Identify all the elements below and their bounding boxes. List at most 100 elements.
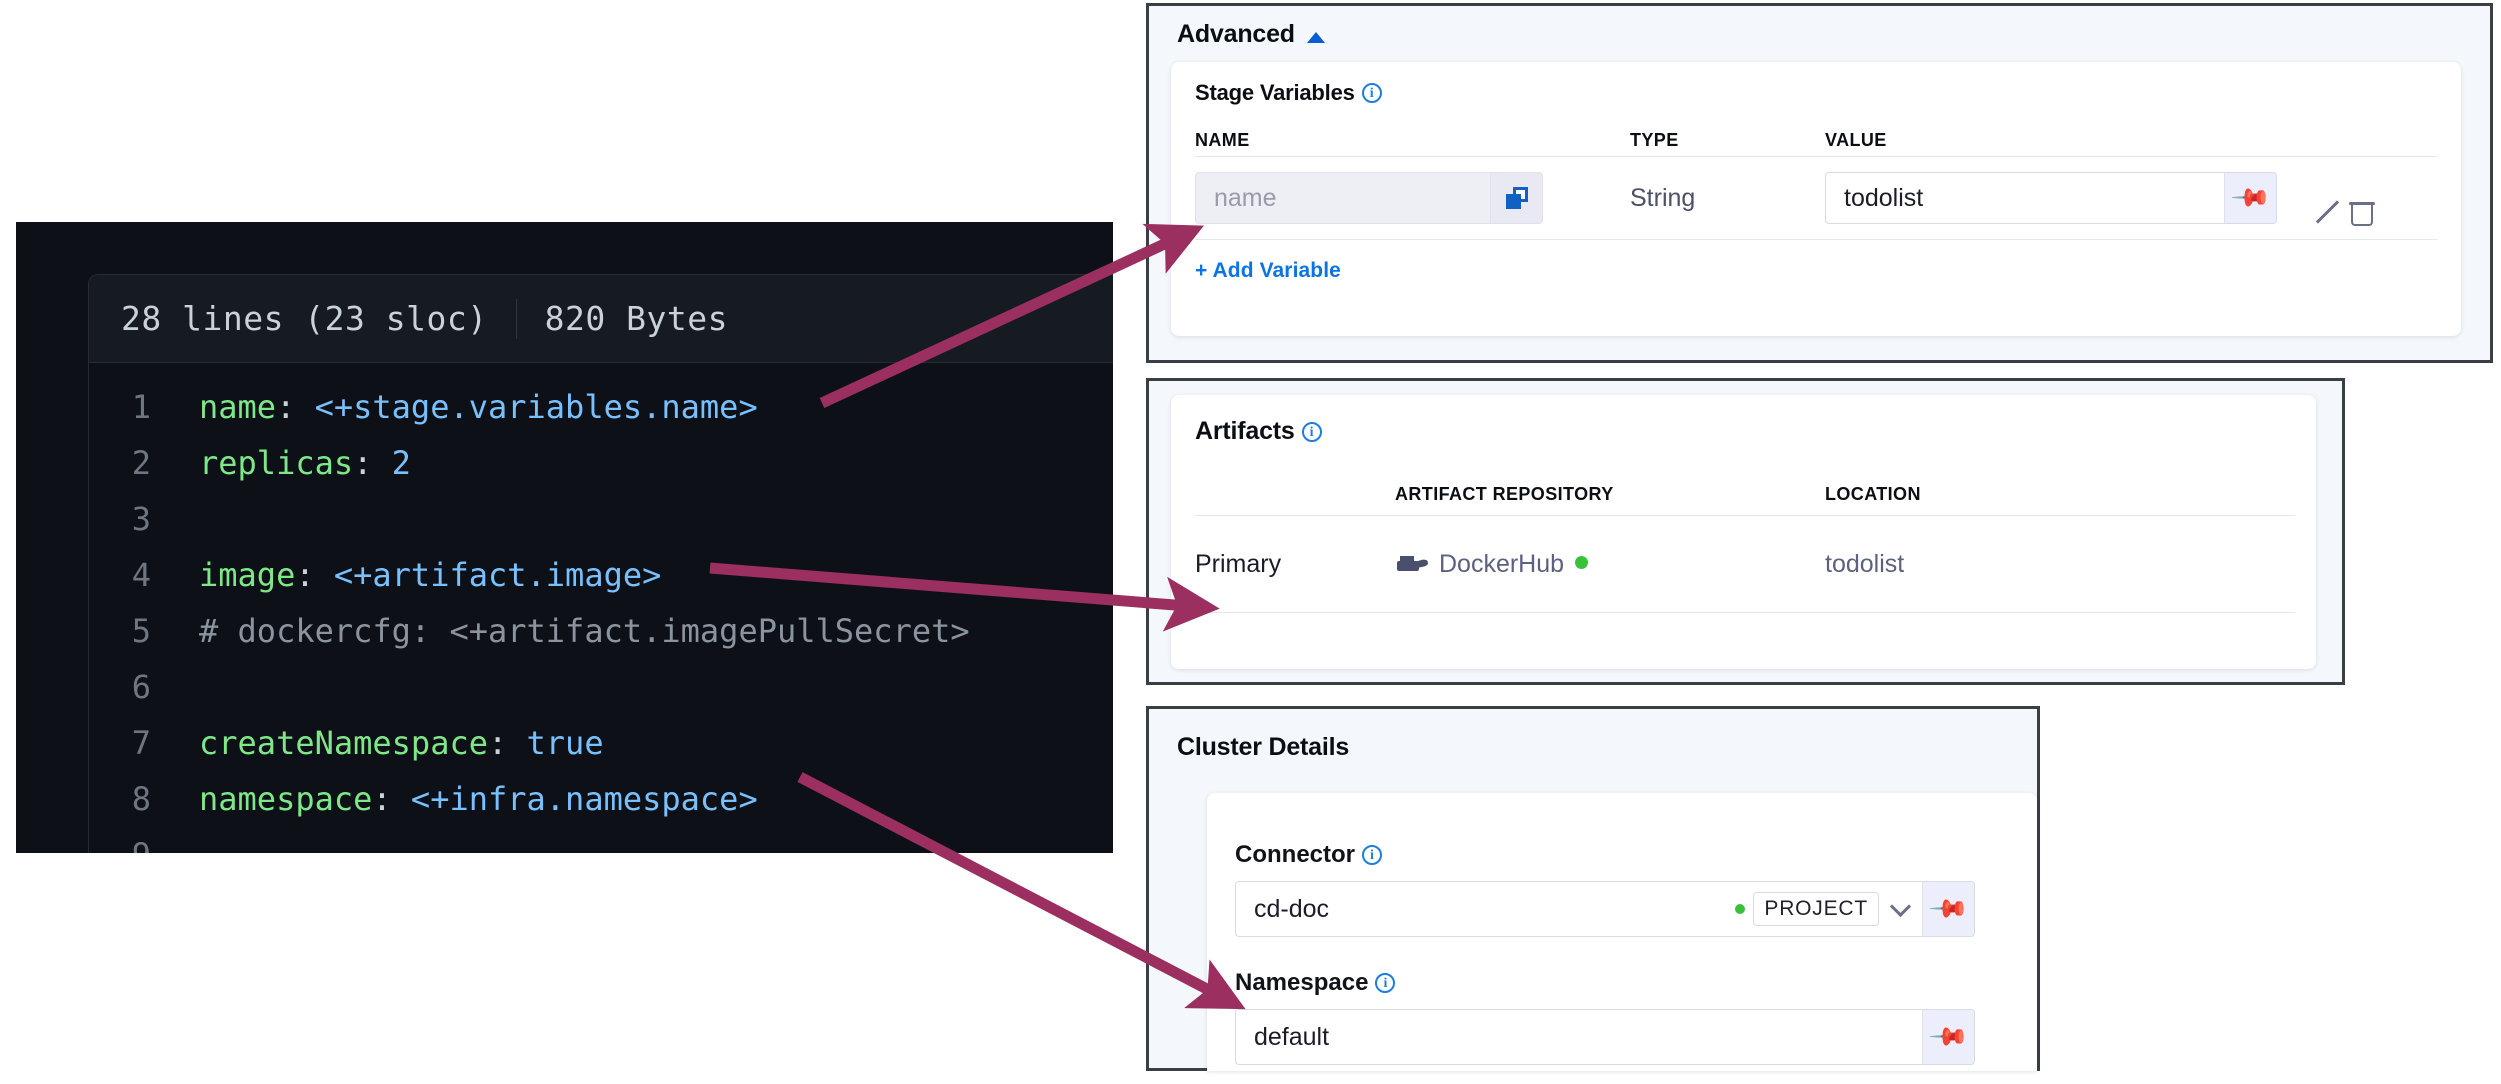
line-number: 8 [131, 780, 151, 818]
line-content [199, 659, 218, 715]
cell-type: String [1630, 183, 1696, 212]
line-number: 2 [131, 444, 151, 482]
connector-input[interactable]: cd-doc PROJECT 📌 [1235, 881, 1975, 937]
line-content: # dockercfg: <+artifact.imagePullSecret> [199, 612, 970, 650]
pin-icon: 📌 [1927, 887, 1970, 930]
artifacts-divider [1195, 515, 2295, 516]
variable-name-input-text: name [1214, 183, 1277, 212]
stage-variables-heading: Stage Variables i [1195, 80, 1382, 106]
namespace-field-group: Namespace i default 📌 [1235, 969, 1975, 1065]
artifacts-divider-bottom [1195, 612, 2295, 613]
copy-icon-button[interactable] [1490, 173, 1542, 223]
cell-value: todolist 📌 [1825, 172, 2437, 224]
code-line: 8 namespace: <+infra.namespace> [89, 771, 1113, 827]
artifact-repository-name[interactable]: DockerHub [1439, 549, 1565, 578]
table-row: Primary DockerHub todolist [1195, 516, 2295, 612]
info-icon[interactable]: i [1362, 845, 1382, 865]
namespace-input[interactable]: default 📌 [1235, 1009, 1975, 1065]
line-number: 4 [131, 556, 151, 594]
line-number: 3 [131, 500, 151, 538]
chevron-up-icon[interactable] [1306, 32, 1325, 44]
docker-icon [1395, 552, 1429, 574]
add-variable-row: + Add Variable [1195, 240, 2437, 302]
connector-field-group: Connector i cd-doc PROJECT 📌 [1235, 841, 1975, 937]
line-content: createNamespace: true [199, 724, 604, 762]
artifacts-card: Artifacts i ARTIFACT REPOSITORY LOCATION … [1171, 395, 2316, 669]
artifacts-heading: Artifacts i [1195, 417, 1322, 446]
header-divider [515, 298, 517, 339]
code-file-card: 28 lines (23 sloc) 820 Bytes 1 name: <+st… [88, 274, 1113, 853]
line-number: 6 [131, 668, 151, 706]
code-file-size: 820 Bytes [544, 299, 728, 338]
advanced-panel: Advanced Stage Variables i NAME TYPE VALU… [1146, 3, 2493, 363]
line-content [199, 827, 218, 853]
line-content [199, 491, 218, 547]
code-line: 9 [89, 827, 1113, 853]
pin-icon: 📌 [1927, 1015, 1970, 1058]
variable-value-input[interactable]: todolist 📌 [1825, 172, 2277, 224]
code-file-header: 28 lines (23 sloc) 820 Bytes [89, 275, 1113, 363]
artifact-repository-cell: DockerHub [1395, 550, 1825, 579]
advanced-header[interactable]: Advanced [1177, 20, 1325, 49]
cluster-details-heading: Cluster Details [1177, 733, 1349, 762]
namespace-pin-button[interactable]: 📌 [1922, 1010, 1974, 1064]
column-header-value: VALUE [1825, 129, 1887, 150]
variable-name-input[interactable]: name [1195, 172, 1543, 224]
stage-variables-card: Stage Variables i NAME TYPE VALUE name [1171, 62, 2461, 336]
green-status-dot [1735, 904, 1746, 914]
info-icon[interactable]: i [1301, 422, 1322, 442]
line-content: image: <+artifact.image> [199, 556, 662, 594]
stage-variables-header-row: NAME TYPE VALUE [1195, 124, 2437, 156]
variable-value-input-text: todolist [1844, 183, 1924, 212]
namespace-label-row: Namespace i [1235, 969, 1975, 997]
namespace-input-text: default [1254, 1022, 1330, 1051]
info-icon[interactable]: i [1375, 973, 1396, 993]
artifacts-panel: Artifacts i ARTIFACT REPOSITORY LOCATION … [1146, 378, 2345, 685]
code-line: 3 [89, 491, 1113, 547]
code-line: 1 name: <+stage.variables.name> [89, 379, 1113, 435]
code-lines-count: 28 lines (23 sloc) [121, 299, 488, 338]
info-icon[interactable]: i [1361, 83, 1382, 103]
connector-label-row: Connector i [1235, 841, 1975, 869]
line-number: 5 [131, 612, 151, 650]
connector-pin-button[interactable]: 📌 [1922, 882, 1974, 936]
artifact-location: todolist [1825, 549, 1905, 578]
column-header-type: TYPE [1630, 129, 1679, 150]
artifacts-table: ARTIFACT REPOSITORY LOCATION Primary Doc… [1195, 473, 2295, 613]
cluster-details-title: Cluster Details [1177, 733, 1350, 761]
line-number: 1 [131, 388, 151, 426]
line-content: namespace: <+infra.namespace> [199, 780, 758, 818]
cell-name: name [1195, 172, 1630, 224]
pin-icon: 📌 [2229, 176, 2272, 219]
table-divider-bottom [1195, 239, 2437, 240]
chevron-down-icon[interactable] [1889, 895, 1912, 917]
code-viewer-panel: 28 lines (23 sloc) 820 Bytes 1 name: <+st… [16, 222, 1113, 853]
column-header-artifact-repository: ARTIFACT REPOSITORY [1395, 483, 1614, 504]
value-pin-button[interactable]: 📌 [2224, 173, 2276, 223]
copy-icon [1505, 187, 1528, 209]
code-line: 7 createNamespace: true [89, 715, 1113, 771]
code-line: 5 # dockercfg: <+artifact.imagePullSecret… [89, 603, 1113, 659]
artifacts-title: Artifacts [1195, 417, 1295, 445]
artifact-type: Primary [1195, 549, 1282, 578]
table-divider [1195, 156, 2437, 157]
add-variable-button[interactable]: + Add Variable [1195, 259, 1341, 282]
code-line: 6 [89, 659, 1113, 715]
connector-scope-badge: PROJECT [1753, 892, 1879, 926]
table-row: name String todolist 📌 [1195, 157, 2437, 239]
line-content: name: <+stage.variables.name> [199, 388, 758, 426]
connector-input-text: cd-doc [1254, 894, 1330, 923]
line-number: 7 [131, 724, 151, 762]
code-line: 4 image: <+artifact.image> [89, 547, 1113, 603]
advanced-title: Advanced [1177, 20, 1295, 48]
stage-variables-table: NAME TYPE VALUE name String t [1195, 124, 2437, 302]
cluster-details-panel: Cluster Details Connector i cd-doc PROJEC… [1146, 706, 2040, 1071]
green-status-dot [1575, 555, 1589, 569]
column-header-location: LOCATION [1825, 483, 1921, 504]
artifacts-header-row: ARTIFACT REPOSITORY LOCATION [1195, 473, 2295, 515]
namespace-label: Namespace [1235, 969, 1369, 996]
connector-label: Connector [1235, 841, 1355, 868]
stage-variables-title: Stage Variables [1195, 80, 1355, 105]
